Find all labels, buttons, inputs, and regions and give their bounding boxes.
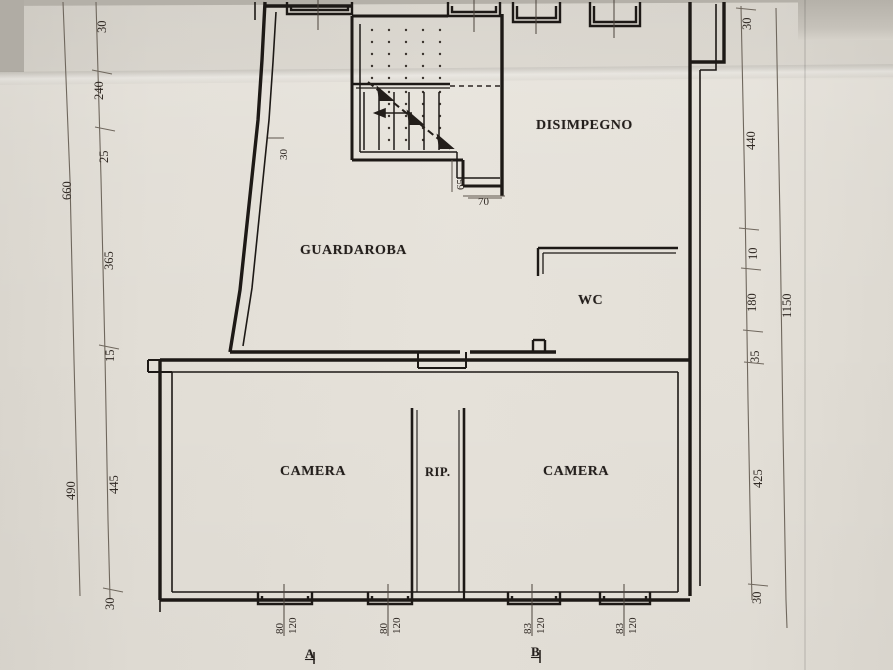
dim-window-4-height: 120 <box>627 617 639 635</box>
room-label-wc: WC <box>578 293 604 308</box>
dimension-ticks <box>91 7 769 593</box>
stair-treads <box>363 92 440 150</box>
table-surface-left <box>0 0 24 72</box>
stair-up-arrow <box>372 107 412 119</box>
room-label-ripostiglio: RIP. <box>425 465 451 479</box>
structural-walls <box>158 1 726 602</box>
dim-interior-wall-30: 30 <box>278 149 290 160</box>
staircase <box>350 14 502 188</box>
dim-left-overall-660: 660 <box>60 181 74 200</box>
dim-left-seg-30-top: 30 <box>95 20 109 34</box>
dimension-lines <box>62 1 788 629</box>
dim-window-4-width: 83 <box>614 623 626 634</box>
bottom-window-dimension-ticks <box>283 584 625 636</box>
dim-window-3-width: 83 <box>522 623 534 634</box>
dim-right-seg-440: 440 <box>744 131 758 150</box>
dim-right-seg-35: 35 <box>748 350 762 364</box>
stair-direction-break <box>367 81 455 151</box>
section-marker-b: B <box>531 644 541 659</box>
dim-left-inner-seg-15: 15 <box>103 349 117 363</box>
dim-window-3-height: 120 <box>535 617 547 635</box>
dim-right-seg-180: 180 <box>745 293 759 312</box>
stair-dimension-leaders <box>451 160 505 199</box>
dim-window-2-width: 80 <box>378 623 390 634</box>
dim-left-inner-overall-490: 490 <box>64 481 78 500</box>
room-label-camera-right: CAMERA <box>543 464 609 479</box>
dim-window-1-height: 120 <box>287 617 299 635</box>
dim-left-seg-25: 25 <box>97 150 111 164</box>
dim-left-seg-365: 365 <box>102 251 116 270</box>
paper-right-edge <box>804 0 806 670</box>
dim-right-overall-1150: 1150 <box>780 293 794 318</box>
dim-stair-70: 70 <box>478 196 489 208</box>
room-label-camera-left: CAMERA <box>280 464 346 479</box>
dim-right-seg-425: 425 <box>751 469 765 488</box>
table-surface-right <box>798 0 893 40</box>
dim-left-inner-seg-445: 445 <box>107 475 121 494</box>
top-window-dimension-ticks <box>317 0 615 38</box>
dim-window-1-width: 80 <box>274 623 286 634</box>
section-marker-lines <box>313 650 541 664</box>
dim-left-inner-seg-30-bottom: 30 <box>103 597 117 611</box>
door-openings <box>147 352 467 373</box>
room-label-disimpegno: DISIMPEGNO <box>536 118 633 133</box>
dim-right-seg-30-bottom: 30 <box>750 591 764 605</box>
dim-window-2-height: 120 <box>391 617 403 635</box>
wall-inner-faces <box>159 2 717 612</box>
dim-right-seg-30-top: 30 <box>740 17 754 31</box>
dim-right-seg-10: 10 <box>746 247 760 261</box>
bottom-window-openings <box>256 592 652 606</box>
ripostiglio-walls <box>410 408 466 600</box>
dim-left-seg-240: 240 <box>92 81 106 100</box>
section-marker-a: A <box>305 646 315 661</box>
room-label-guardaroba: GUARDAROBA <box>300 243 407 258</box>
dim-stair-65: 65 <box>455 179 467 190</box>
wc-partition <box>531 246 678 352</box>
